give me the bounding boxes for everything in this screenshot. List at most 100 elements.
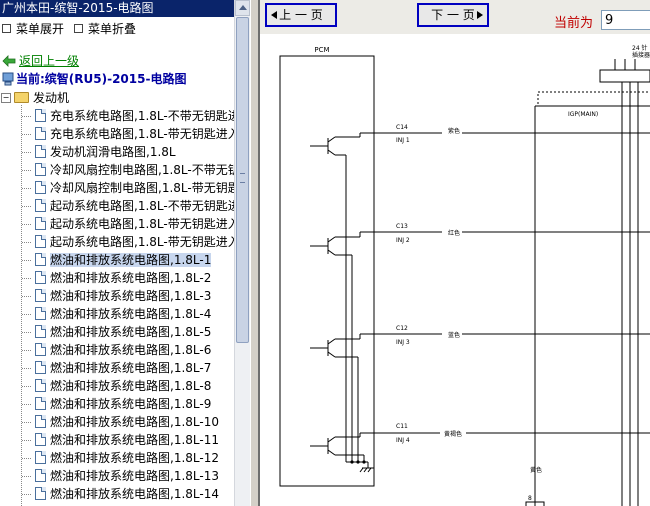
pcm-box: [279, 55, 375, 487]
tree-guide-line: [22, 422, 31, 423]
bottom-pin-number: 8: [528, 495, 532, 502]
tree-item[interactable]: 燃油和排放系统电路图,1.8L-10: [22, 413, 219, 431]
document-icon: [35, 433, 46, 446]
document-icon: [35, 181, 46, 194]
wire-color: 蓝色: [448, 331, 460, 339]
wire-color: 紫色: [448, 127, 460, 135]
back-arrow-icon: [2, 54, 16, 67]
current-location: 当前:缤智(RU5)-2015-电路图: [2, 70, 186, 88]
tree-item-label: 燃油和排放系统电路图,1.8L-2: [50, 271, 212, 285]
tree-item[interactable]: 燃油和排放系统电路图,1.8L-13: [22, 467, 219, 485]
vertical-scrollbar[interactable]: [234, 0, 250, 506]
tree-item-label: 起动系统电路图,1.8L-带无钥匙进入系统: [50, 217, 234, 231]
document-icon: [35, 235, 46, 248]
tree-item-label: 燃油和排放系统电路图,1.8L-10: [50, 415, 219, 429]
tree-item[interactable]: 燃油和排放系统电路图,1.8L-14: [22, 485, 219, 503]
tree-item[interactable]: 冷却风扇控制电路图,1.8L-不带无钥匙进入系统: [22, 161, 234, 179]
tree-item[interactable]: 燃油和排放系统电路图,1.8L-7: [22, 359, 211, 377]
top-connector: [599, 69, 650, 83]
tree-item[interactable]: 燃油和排放系统电路图,1.8L-6: [22, 341, 211, 359]
tree-item[interactable]: 燃油和排放系统电路图,1.8L-4: [22, 305, 211, 323]
tree-guide-line: [22, 404, 31, 405]
tree-guide-line: [22, 242, 31, 243]
scroll-thumb[interactable]: [236, 17, 249, 343]
connector-id: C12: [396, 325, 408, 332]
panel-splitter[interactable]: [250, 0, 260, 506]
document-icon: [35, 451, 46, 464]
navigation-panel: 广州本田-缤智-2015-电路图 菜单展开 菜单折叠 返回上一级 当前:缤智(R…: [0, 0, 250, 506]
document-icon: [35, 199, 46, 212]
tree-item[interactable]: 冷却风扇控制电路图,1.8L-带无钥匙进入系统: [22, 179, 234, 197]
tree-item[interactable]: 燃油和排放系统电路图,1.8L-2: [22, 269, 211, 287]
folder-icon: [14, 92, 29, 103]
document-icon: [35, 397, 46, 410]
prev-page-button[interactable]: 上 一 页: [265, 3, 337, 27]
document-icon: [35, 217, 46, 230]
left-triangle-icon: [271, 11, 277, 19]
tree-item-label: 燃油和排放系统电路图,1.8L-6: [50, 343, 212, 357]
tree-guide-line: [22, 170, 31, 171]
tree-item-label: 燃油和排放系统电路图,1.8L-7: [50, 361, 212, 375]
connector-label-top: 24 针 插接器: [632, 44, 650, 59]
document-icon: [35, 127, 46, 140]
tree-item-label: 充电系统电路图,1.8L-不带无钥匙进入系统: [50, 109, 234, 123]
next-page-button[interactable]: 下 一 页: [417, 3, 489, 27]
injector-circuit-2: C13 INJ 2 红色: [310, 223, 650, 462]
next-page-label: 下 一 页: [431, 8, 475, 22]
tree-item[interactable]: 起动系统电路图,1.8L-带无钥匙进入系统: [22, 215, 234, 233]
connector-label-line1: 24 针: [632, 44, 648, 52]
document-icon: [35, 379, 46, 392]
tree-folder-engine[interactable]: −发动机: [1, 89, 69, 107]
tree-guide-line: [21, 105, 22, 506]
tree-item[interactable]: 充电系统电路图,1.8L-带无钥匙进入系统: [22, 125, 234, 143]
back-link[interactable]: 返回上一级: [2, 52, 79, 70]
expand-menu-button[interactable]: 菜单展开: [2, 18, 64, 40]
right-triangle-icon: [477, 11, 483, 19]
collapse-menu-button[interactable]: 菜单折叠: [74, 18, 136, 40]
current-location-label: 当前:缤智(RU5)-2015-电路图: [16, 72, 187, 86]
scroll-up-arrow-icon[interactable]: [235, 0, 250, 16]
document-icon: [35, 361, 46, 374]
injector-id: INJ 1: [396, 137, 410, 144]
document-icon: [35, 325, 46, 338]
bottom-connector: [525, 501, 545, 506]
document-icon: [35, 415, 46, 428]
injector-id: INJ 2: [396, 237, 410, 244]
back-link-label: 返回上一级: [19, 54, 80, 68]
collapse-toggle-icon[interactable]: −: [1, 92, 11, 103]
page-number-input[interactable]: [601, 10, 650, 30]
collapse-menu-label: 菜单折叠: [88, 22, 137, 36]
tree-item-label: 燃油和排放系统电路图,1.8L-3: [50, 289, 212, 303]
tree-item[interactable]: 起动系统电路图,1.8L-不带无钥匙进入系统: [22, 197, 234, 215]
tree-guide-line: [22, 224, 31, 225]
diagram-viewer: 上 一 页 下 一 页 当前为 PCM 24 针 插接器 IGP(MAIN): [260, 0, 650, 506]
tree-item[interactable]: 燃油和排放系统电路图,1.8L-12: [22, 449, 219, 467]
pcm-label: PCM: [314, 46, 329, 54]
tree-view: 返回上一级 当前:缤智(RU5)-2015-电路图 −发动机 充电系统电路图,1…: [0, 52, 234, 506]
tree-item[interactable]: 发动机润滑电路图,1.8L: [22, 143, 176, 161]
tree-guide-line: [22, 206, 31, 207]
tree-item[interactable]: 燃油和排放系统电路图,1.8L-5: [22, 323, 211, 341]
square-icon: [74, 24, 83, 33]
tree-item-label: 发动机润滑电路图,1.8L: [50, 145, 176, 159]
tree-item[interactable]: 燃油和排放系统电路图,1.8L-11: [22, 431, 219, 449]
tree-guide-line: [22, 260, 31, 261]
document-icon: [35, 145, 46, 158]
tree-guide-line: [22, 134, 31, 135]
tree-item[interactable]: 起动系统电路图,1.8L-带无钥匙进入系统: [22, 233, 234, 251]
tree-item-label: 燃油和排放系统电路图,1.8L-9: [50, 397, 212, 411]
tree-item[interactable]: 燃油和排放系统电路图,1.8L-1: [22, 251, 212, 269]
tree-guide-line: [22, 278, 31, 279]
tree-item[interactable]: 燃油和排放系统电路图,1.8L-3: [22, 287, 211, 305]
tree-item[interactable]: 燃油和排放系统电路图,1.8L-9: [22, 395, 211, 413]
document-icon: [35, 307, 46, 320]
injector-circuit-1: C14 INJ 1 紫色: [310, 124, 650, 462]
document-icon: [35, 253, 46, 266]
tree-item[interactable]: 燃油和排放系统电路图,1.8L-8: [22, 377, 211, 395]
tree-guide-line: [22, 476, 31, 477]
square-icon: [2, 24, 11, 33]
tree-item[interactable]: 充电系统电路图,1.8L-不带无钥匙进入系统: [22, 107, 234, 125]
tree-guide-line: [22, 314, 31, 315]
connector-id: C14: [396, 124, 408, 131]
tree-guide-line: [22, 350, 31, 351]
